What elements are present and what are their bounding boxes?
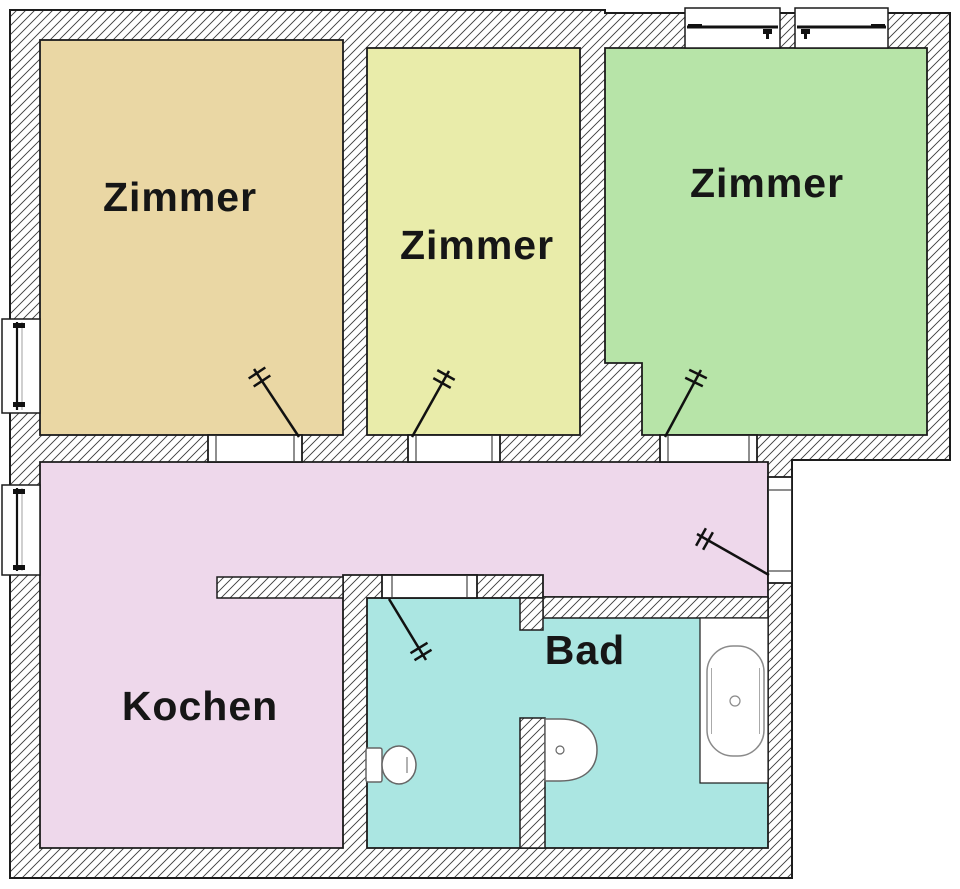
label-kochen: Kochen	[122, 683, 278, 729]
door-leaf-entrance-icon	[695, 527, 770, 577]
windows	[1, 7, 889, 576]
window-top-right-2-icon	[794, 7, 889, 49]
label-bad: Bad	[545, 627, 625, 673]
wall-sink-stub	[519, 717, 546, 849]
bathtub-icon	[706, 645, 765, 757]
wall-kochen-stub	[216, 576, 344, 599]
room-labels: Zimmer Zimmer Zimmer Kochen Bad	[103, 160, 844, 729]
room-zimmer-top-right	[604, 47, 928, 436]
wall-step-bad	[519, 597, 544, 631]
window-left-kochen-icon	[1, 484, 41, 576]
room-zimmer-top-left	[39, 39, 344, 436]
interior-stub-walls	[216, 576, 769, 849]
label-zimmer-top-middle: Zimmer	[400, 222, 554, 268]
toilet-icon	[365, 745, 417, 785]
fixtures	[365, 645, 765, 785]
door-opening-zimmer-top-middle	[407, 434, 501, 463]
door-leaf-zimmer-top-left-icon	[248, 366, 301, 438]
door-opening-bad	[381, 574, 478, 599]
door-openings	[207, 434, 793, 599]
door-opening-zimmer-top-left	[207, 434, 303, 463]
label-zimmer-top-left: Zimmer	[103, 174, 257, 220]
door-leaf-zimmer-top-right-icon	[663, 368, 708, 438]
window-top-right-1-icon	[684, 7, 781, 49]
window-left-zimmer-icon	[1, 318, 41, 414]
sink-icon	[544, 718, 598, 782]
door-leaf-zimmer-top-middle-icon	[410, 369, 456, 438]
label-zimmer-top-right: Zimmer	[690, 160, 844, 206]
door-opening-zimmer-top-right	[659, 434, 758, 463]
door-symbols	[248, 366, 770, 662]
door-leaf-bad-icon	[387, 598, 433, 662]
wall-hall-bad	[542, 596, 769, 619]
door-opening-entrance	[767, 476, 793, 584]
